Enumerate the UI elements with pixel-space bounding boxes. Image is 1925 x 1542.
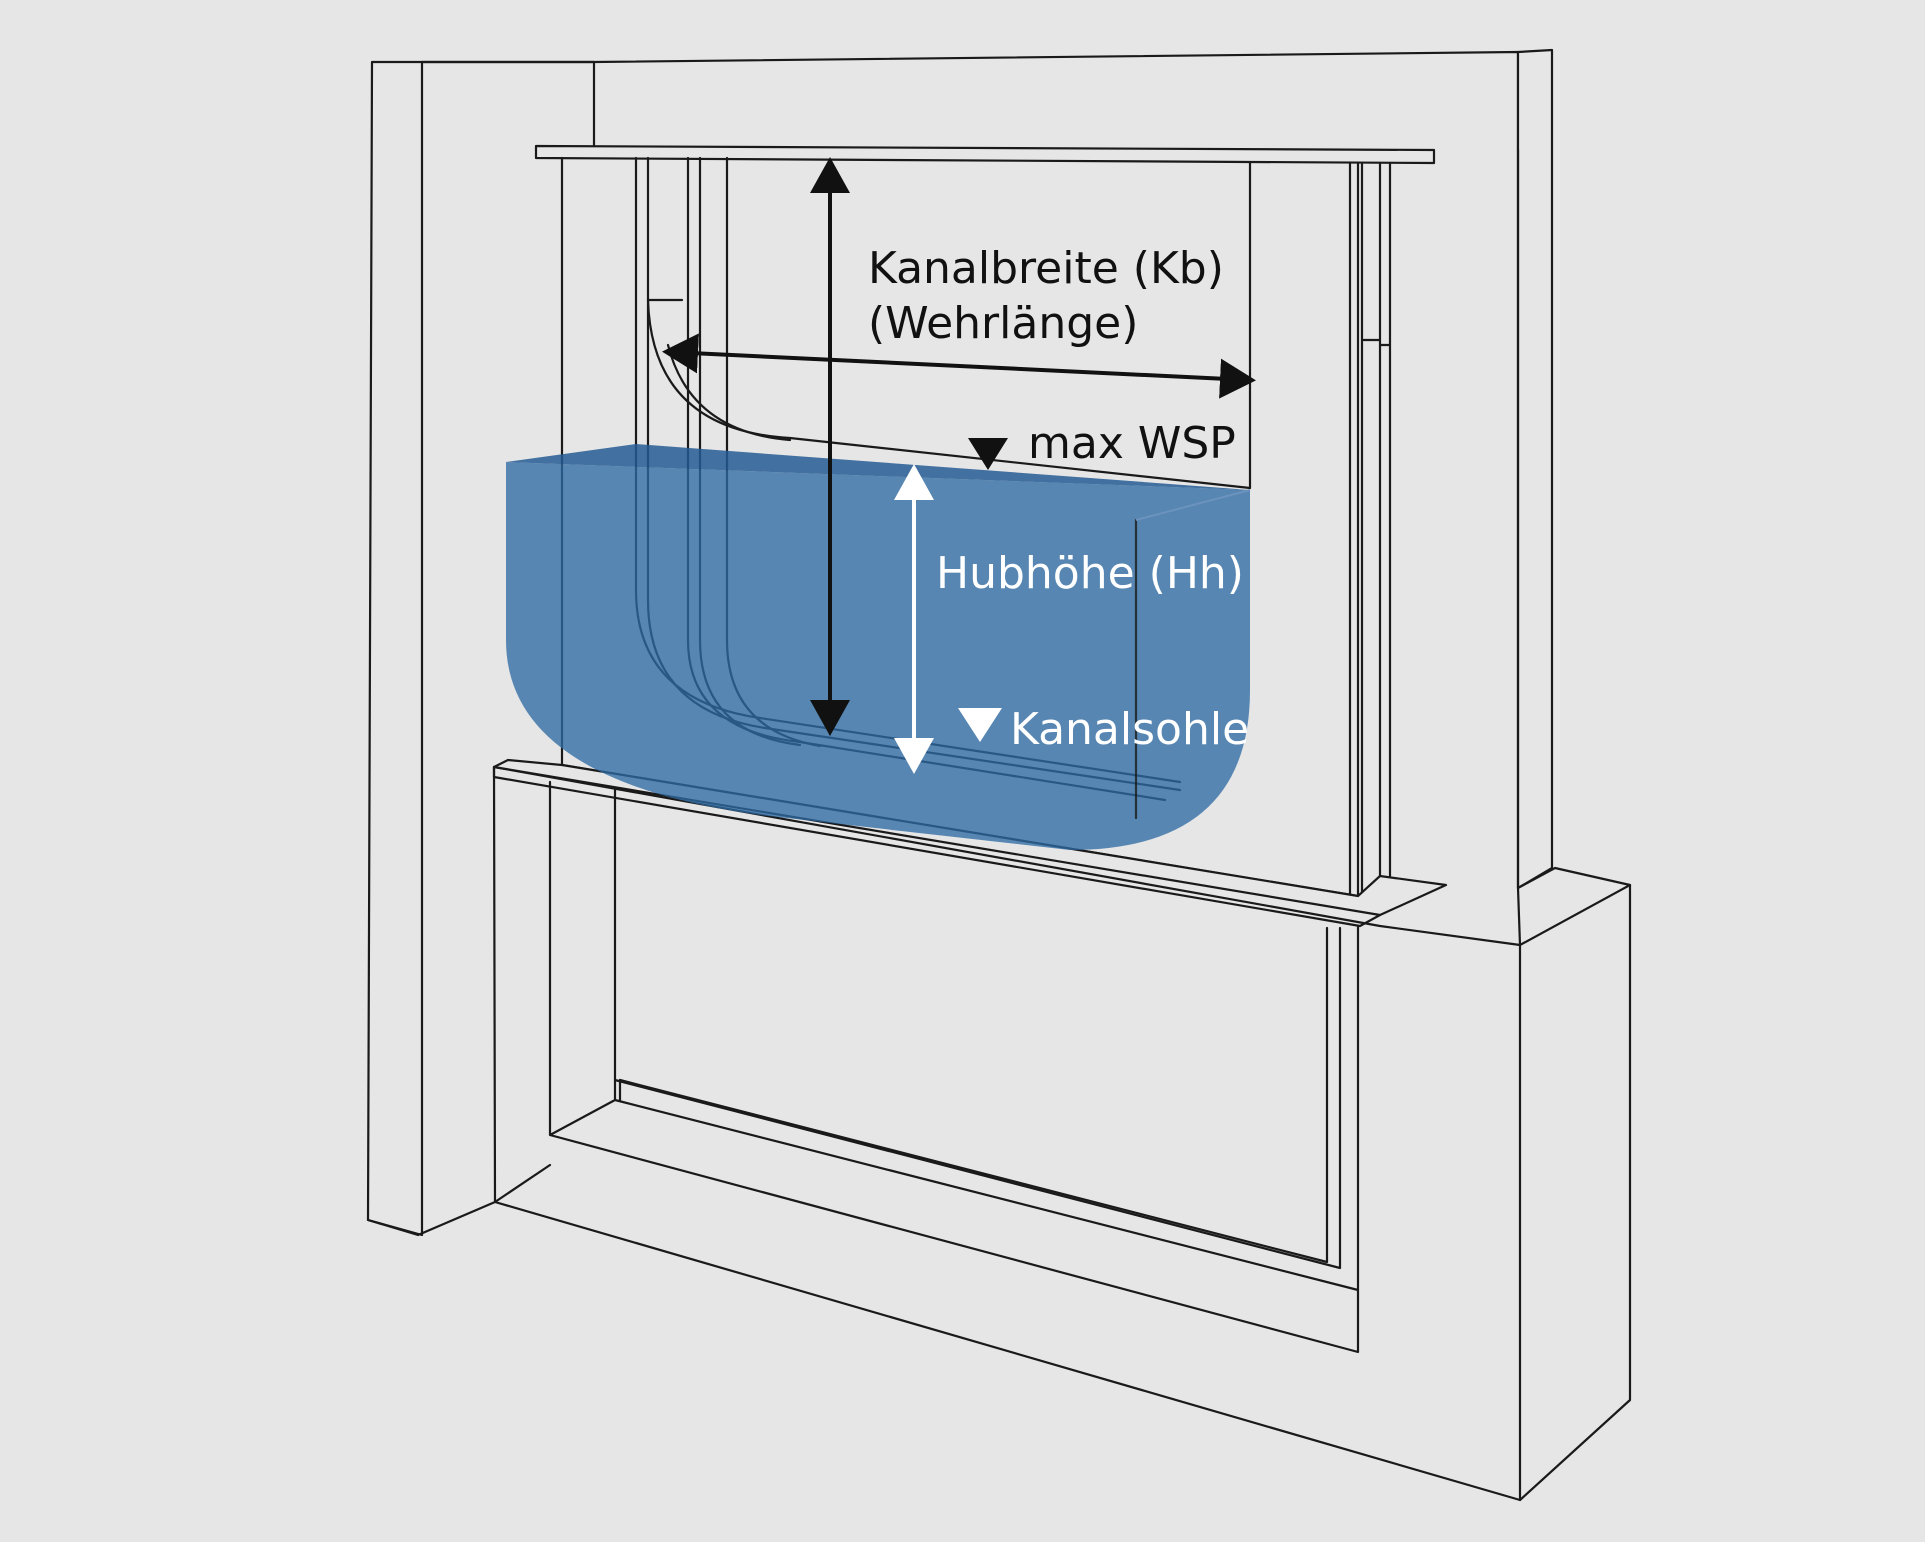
left-pillar [366, 60, 424, 1237]
max-wsp-label: max WSP [1028, 418, 1236, 469]
labels: Kanalbreite (Kb) (Wehrlänge) max WSP Hub… [868, 243, 1249, 755]
right-pillar [1516, 48, 1554, 890]
water-body [506, 444, 1251, 850]
wehrlaenge-label: (Wehrlänge) [868, 298, 1138, 349]
right-guide-rails [1348, 161, 1392, 898]
concrete-frame [366, 48, 1632, 1502]
kanalsohle-marker [958, 708, 1002, 742]
max-wsp-marker [968, 438, 1008, 470]
kanalbreite-label: Kanalbreite (Kb) [868, 243, 1224, 294]
water-top [506, 444, 1250, 490]
base-block [492, 765, 1632, 1502]
weir-flap [646, 161, 1252, 490]
kanalsohle-label: Kanalsohle [1010, 704, 1249, 755]
dimension-annotations [662, 157, 1256, 774]
gate-top-plate [534, 144, 1436, 165]
hubhoehe-label: Hubhöhe (Hh) [936, 548, 1244, 599]
base-channel-opening [548, 780, 1360, 1354]
top-beam [420, 50, 1520, 152]
water-front [506, 462, 1250, 850]
kanalbreite-arrow [662, 333, 1256, 399]
